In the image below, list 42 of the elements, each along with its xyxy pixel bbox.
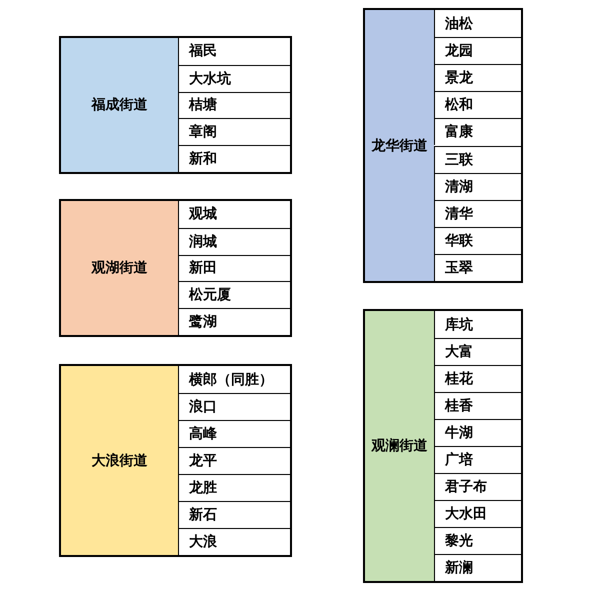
community-cell: 桂香 — [434, 392, 521, 419]
community-cell: 新澜 — [434, 554, 521, 581]
district-name: 观湖街道 — [92, 259, 148, 277]
community-cell: 龙平 — [178, 447, 290, 474]
community-cell: 新田 — [178, 254, 290, 282]
community-cell: 高峰 — [178, 420, 290, 447]
district-table — [363, 309, 523, 583]
community-cell: 润城 — [178, 228, 290, 255]
district-table — [59, 36, 292, 174]
community-cell: 龙园 — [434, 37, 521, 64]
community-cell: 广培 — [434, 446, 521, 473]
community-cell: 松和 — [434, 91, 521, 118]
district-name: 龙华街道 — [372, 136, 428, 154]
district-name: 大浪街道 — [92, 452, 148, 470]
community-cell: 新和 — [178, 145, 290, 172]
district-name: 观澜街道 — [372, 437, 428, 455]
community-cell: 大富 — [434, 338, 521, 365]
community-cell: 富康 — [434, 118, 521, 146]
community-cell: 大浪 — [178, 528, 290, 555]
community-cell: 大水坑 — [178, 64, 290, 92]
community-cell: 鹭湖 — [178, 308, 290, 335]
community-cell: 浪口 — [178, 393, 290, 420]
community-cell: 君子布 — [434, 473, 521, 500]
district-table — [363, 8, 523, 283]
community-cell: 华联 — [434, 226, 521, 254]
community-cell: 龙胜 — [178, 474, 290, 501]
district-table — [59, 364, 292, 557]
community-cell: 景龙 — [434, 64, 521, 92]
community-cell: 牛湖 — [434, 419, 521, 446]
community-cell: 清华 — [434, 200, 521, 227]
community-cell: 松元厦 — [178, 281, 290, 308]
district-table — [59, 199, 292, 337]
community-cell: 桔塘 — [178, 92, 290, 118]
community-cell: 玉翠 — [434, 254, 521, 281]
district-name: 福成街道 — [92, 96, 148, 114]
community-cell: 三联 — [434, 146, 521, 173]
community-cell: 新石 — [178, 501, 290, 528]
community-cell: 桂花 — [434, 365, 521, 392]
community-cell: 大水田 — [434, 500, 521, 527]
community-cell: 章阁 — [178, 118, 290, 146]
community-cell: 黎光 — [434, 527, 521, 554]
community-cell: 清湖 — [434, 172, 521, 200]
